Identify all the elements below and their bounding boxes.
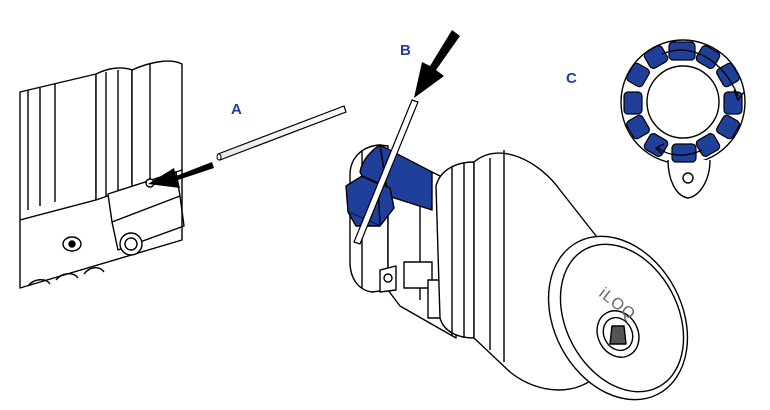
iloq-cylinder (349, 144, 689, 401)
ring-diagram (620, 39, 746, 199)
insert-arrow-icon (148, 162, 214, 188)
push-arrow-icon (414, 30, 460, 98)
label-a: A (231, 101, 242, 118)
label-b: B (400, 42, 411, 59)
rod-b (353, 99, 419, 245)
ring-direction-arrows (654, 49, 745, 156)
rod-a (216, 105, 347, 161)
label-c: C (566, 70, 577, 87)
lock-body-left (19, 60, 185, 289)
